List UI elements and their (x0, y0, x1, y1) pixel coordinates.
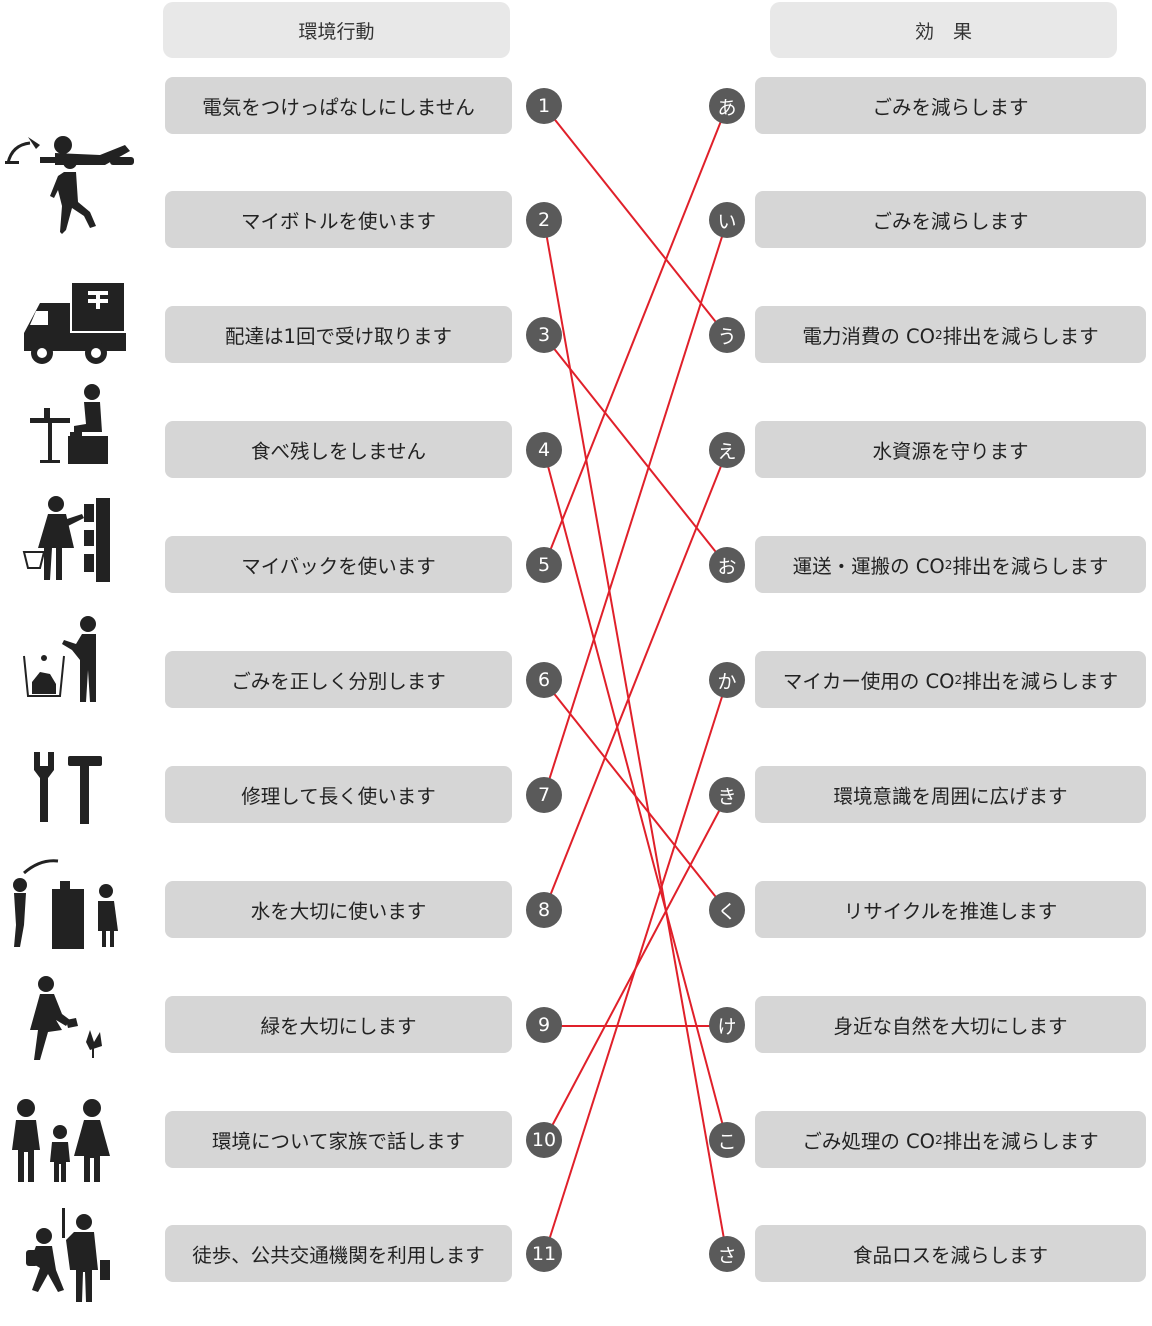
connection-line-1 (543, 105, 728, 337)
person-eating-at-table-icon (30, 384, 108, 464)
connection-line-8 (543, 450, 728, 912)
effect-letter-o: お (709, 547, 745, 583)
effect-letter-sa: さ (709, 1236, 745, 1272)
action-box-2: マイボトルを使います (165, 191, 512, 248)
action-number-1: 1 (526, 88, 562, 124)
effect-box-e: 水資源を守ります (755, 421, 1146, 478)
delivery-truck-icon (24, 283, 126, 364)
co2-subscript: 2 (954, 672, 963, 687)
effect-letter-ko: こ (709, 1122, 745, 1158)
action-number-3: 3 (526, 317, 562, 353)
effect-letter-i: い (709, 202, 745, 238)
effect-box-i: ごみを減らします (755, 191, 1146, 248)
connection-line-6 (543, 680, 728, 912)
effect-text-post: 排出を減らします (952, 555, 1109, 578)
action-box-8: 水を大切に使います (165, 881, 512, 938)
action-box-7: 修理して長く使います (165, 766, 512, 823)
effect-text-post: 排出を減らします (942, 1130, 1099, 1153)
effect-text-pre: マイカー使用の CO (782, 670, 955, 693)
person-watering-plants-icon (30, 976, 102, 1060)
co2-subscript: 2 (935, 1132, 943, 1147)
connection-line-2 (543, 220, 728, 1257)
action-number-9: 9 (526, 1007, 562, 1043)
action-box-6: ごみを正しく分別します (165, 651, 512, 708)
effect-box-sa: 食品ロスを減らします (755, 1225, 1146, 1282)
action-number-6: 6 (526, 662, 562, 698)
effect-letter-ku: く (709, 892, 745, 928)
effect-letter-ke: け (709, 1007, 745, 1043)
action-box-10: 環境について家族で話します (165, 1111, 512, 1168)
effect-box-ku: リサイクルを推進します (755, 881, 1146, 938)
effect-text-pre: ごみ処理の CO (802, 1130, 935, 1153)
actions-header: 環境行動 (163, 2, 510, 58)
action-box-4: 食べ残しをしません (165, 421, 512, 478)
action-box-11: 徒歩、公共交通機関を利用します (165, 1225, 512, 1282)
effect-text-post: 排出を減らします (962, 670, 1119, 693)
action-number-5: 5 (526, 547, 562, 583)
wrench-hammer-icon (34, 752, 102, 824)
connection-line-11 (543, 680, 728, 1257)
effect-letter-ki: き (709, 777, 745, 813)
effect-text-pre: 運送・運搬の CO (792, 555, 945, 578)
effect-letter-ka: か (709, 662, 745, 698)
person-throwing-trash-icon (23, 616, 96, 702)
person-shopping-basket-icon (22, 496, 110, 582)
family-icon (12, 1099, 110, 1182)
action-box-9: 緑を大切にします (165, 996, 512, 1053)
action-box-5: マイバックを使います (165, 536, 512, 593)
action-number-4: 4 (526, 432, 562, 468)
action-number-11: 11 (526, 1236, 562, 1272)
connection-line-3 (543, 335, 728, 567)
effect-letter-a: あ (709, 88, 745, 124)
effect-letter-e: え (709, 432, 745, 468)
effects-header: 効 果 (770, 2, 1117, 58)
shower-and-sink-icon (13, 859, 118, 949)
connection-line-7 (543, 220, 728, 797)
action-box-3: 配達は1回で受け取ります (165, 306, 512, 363)
co2-subscript: 2 (944, 557, 953, 572)
action-box-1: 電気をつけっぱなしにしません (165, 77, 512, 134)
effect-text-post: 排出を減らします (942, 325, 1099, 348)
effect-box-a: ごみを減らします (755, 77, 1146, 134)
connection-line-5 (543, 105, 728, 567)
person-running-icon (50, 155, 96, 234)
effect-letter-u: う (709, 317, 745, 353)
effect-box-ke: 身近な自然を大切にします (755, 996, 1146, 1053)
action-number-7: 7 (526, 777, 562, 813)
action-number-2: 2 (526, 202, 562, 238)
co2-subscript: 2 (935, 327, 943, 342)
effect-box-ki: 環境意識を周囲に広げます (755, 766, 1146, 823)
walking-and-commuter-icon (26, 1208, 110, 1302)
action-number-10: 10 (526, 1122, 562, 1158)
action-number-8: 8 (526, 892, 562, 928)
effect-text-pre: 電力消費の CO (802, 325, 935, 348)
